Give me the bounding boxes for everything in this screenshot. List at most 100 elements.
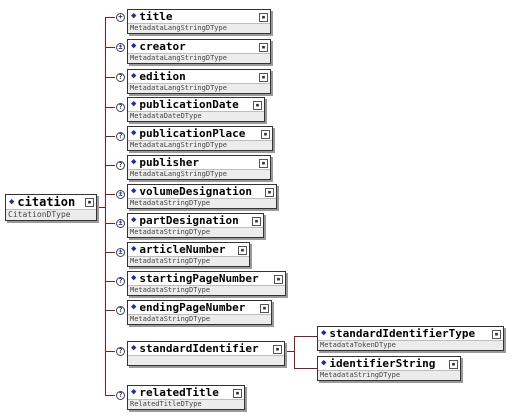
node-type: MetadataDateDType	[128, 111, 264, 121]
node-type: MetadataStringDType	[318, 370, 460, 380]
node-name: creator	[139, 40, 186, 53]
node-name: articleNumber	[139, 243, 226, 256]
node-type: MetadataStringDType	[128, 256, 249, 266]
node-type	[128, 355, 284, 365]
diamond-icon: ◆	[131, 273, 137, 283]
node-articleNumber[interactable]: ◆articleNumber ▪ MetadataStringDType	[127, 242, 250, 267]
node-name: relatedTitle	[139, 386, 219, 399]
node-type: MetadataLangStringDType	[128, 83, 270, 93]
node-type: MetadataLangStringDType	[128, 169, 270, 179]
expand-icon[interactable]: ▪	[259, 159, 268, 168]
diamond-icon: ◆	[131, 99, 137, 109]
diamond-icon: ◆	[9, 197, 15, 207]
sequence-compositor-icon: ?	[116, 306, 125, 315]
node-name: partDesignation	[139, 214, 239, 227]
sub-trunk-vertical-line	[294, 336, 295, 368]
node-name: publicationPlace	[139, 127, 246, 140]
node-name: publisher	[139, 156, 200, 169]
node-publisher[interactable]: ◆publisher ▪ MetadataLangStringDType	[127, 155, 271, 180]
diamond-icon: ◆	[131, 11, 137, 21]
branch-line-title	[105, 17, 115, 18]
branch-line-publicationDate	[105, 107, 115, 108]
node-name: title	[139, 10, 173, 23]
diamond-icon: ◆	[321, 328, 327, 338]
sub-branch-line-identifierString	[294, 368, 317, 369]
node-volumeDesignation[interactable]: ◆volumeDesignation ▪ MetadataStringDType	[127, 184, 277, 209]
sequence-compositor-icon: ±	[116, 248, 125, 257]
trunk-vertical-line	[105, 17, 106, 396]
node-name: identifierString	[329, 357, 436, 370]
node-partDesignation[interactable]: ◆partDesignation ▪ MetadataStringDType	[127, 213, 264, 238]
node-type: MetadataStringDType	[128, 314, 271, 324]
node-creator[interactable]: ◆creator ▪ MetadataLangStringDType	[127, 39, 271, 64]
node-name: endingPageNumber	[139, 301, 246, 314]
sequence-compositor-icon: ?	[116, 103, 125, 112]
node-standardIdentifierType[interactable]: ◆standardIdentifierType ▪ MetadataTokenD…	[317, 326, 504, 351]
expand-icon[interactable]: ▪	[492, 330, 501, 339]
node-name: publicationDate	[139, 98, 239, 111]
node-name: standardIdentifier	[139, 342, 259, 355]
node-type: MetadataStringDType	[128, 285, 285, 295]
expand-icon[interactable]: ▪	[238, 246, 247, 255]
expand-icon[interactable]: ▪	[260, 304, 269, 313]
branch-line-edition	[105, 77, 115, 78]
node-name: citation	[17, 195, 76, 209]
diamond-icon: ◆	[321, 358, 327, 368]
branch-line-standardIdentifier	[105, 351, 115, 352]
branch-line-publicationPlace	[105, 136, 115, 137]
node-type: MetadataLangStringDType	[128, 53, 270, 63]
expand-icon[interactable]: ▪	[252, 217, 261, 226]
node-citation[interactable]: ◆citation ▪ CitationDType	[5, 194, 97, 221]
node-relatedTitle[interactable]: ◆relatedTitle ▪ RelatedTitleDType	[127, 385, 245, 410]
branch-line-relatedTitle	[105, 395, 115, 396]
sub-branch-line-standardIdentifierType	[294, 336, 317, 337]
sequence-compositor-icon: ?	[116, 132, 125, 141]
node-name: startingPageNumber	[139, 272, 259, 285]
node-publicationDate[interactable]: ◆publicationDate ▪ MetadataDateDType	[127, 97, 265, 122]
branch-line-endingPageNumber	[105, 310, 115, 311]
diamond-icon: ◆	[131, 157, 137, 167]
branch-line-volumeDesignation	[105, 194, 115, 195]
expand-icon[interactable]: ▪	[253, 101, 262, 110]
branch-line-startingPageNumber	[105, 281, 115, 282]
branch-line-partDesignation	[105, 223, 115, 224]
node-startingPageNumber[interactable]: ◆startingPageNumber ▪ MetadataStringDTyp…	[127, 271, 286, 296]
node-name: volumeDesignation	[139, 185, 253, 198]
expand-icon[interactable]: ▪	[265, 188, 274, 197]
expand-icon[interactable]: ▪	[449, 360, 458, 369]
node-type: RelatedTitleDType	[128, 399, 244, 409]
node-standardIdentifier[interactable]: ◆standardIdentifier ▪	[127, 341, 285, 366]
node-name: edition	[139, 70, 186, 83]
node-type: MetadataLangStringDType	[128, 140, 272, 150]
diamond-icon: ◆	[131, 215, 137, 225]
node-edition[interactable]: ◆edition ▪ MetadataLangStringDType	[127, 69, 271, 94]
diamond-icon: ◆	[131, 343, 137, 353]
expand-icon[interactable]: ▪	[273, 345, 282, 354]
node-type: MetadataLangStringDType	[128, 23, 270, 33]
expand-icon[interactable]: ▪	[261, 130, 270, 139]
sub-connector-line	[286, 351, 295, 352]
diamond-icon: ◆	[131, 244, 137, 254]
node-identifierString[interactable]: ◆identifierString ▪ MetadataStringDType	[317, 356, 461, 381]
node-publicationPlace[interactable]: ◆publicationPlace ▪ MetadataLangStringDT…	[127, 126, 273, 151]
sequence-compositor-icon: ±	[116, 190, 125, 199]
sequence-compositor-icon: +	[116, 13, 125, 22]
expand-icon[interactable]: ▪	[233, 389, 242, 398]
node-type: MetadataStringDType	[128, 227, 263, 237]
node-type: MetadataStringDType	[128, 198, 276, 208]
diamond-icon: ◆	[131, 71, 137, 81]
expand-icon[interactable]: ▪	[274, 275, 283, 284]
sequence-compositor-icon: ?	[116, 161, 125, 170]
sequence-compositor-icon: ±	[116, 43, 125, 52]
node-title[interactable]: ◆title ▪ MetadataLangStringDType	[127, 9, 271, 34]
diamond-icon: ◆	[131, 128, 137, 138]
branch-line-creator	[105, 47, 115, 48]
expand-icon[interactable]: ▪	[259, 73, 268, 82]
sequence-compositor-icon: ±	[116, 219, 125, 228]
node-endingPageNumber[interactable]: ◆endingPageNumber ▪ MetadataStringDType	[127, 300, 272, 325]
expand-icon[interactable]: ▪	[259, 13, 268, 22]
expand-icon[interactable]: ▪	[85, 198, 94, 207]
expand-icon[interactable]: ▪	[259, 43, 268, 52]
diamond-icon: ◆	[131, 41, 137, 51]
